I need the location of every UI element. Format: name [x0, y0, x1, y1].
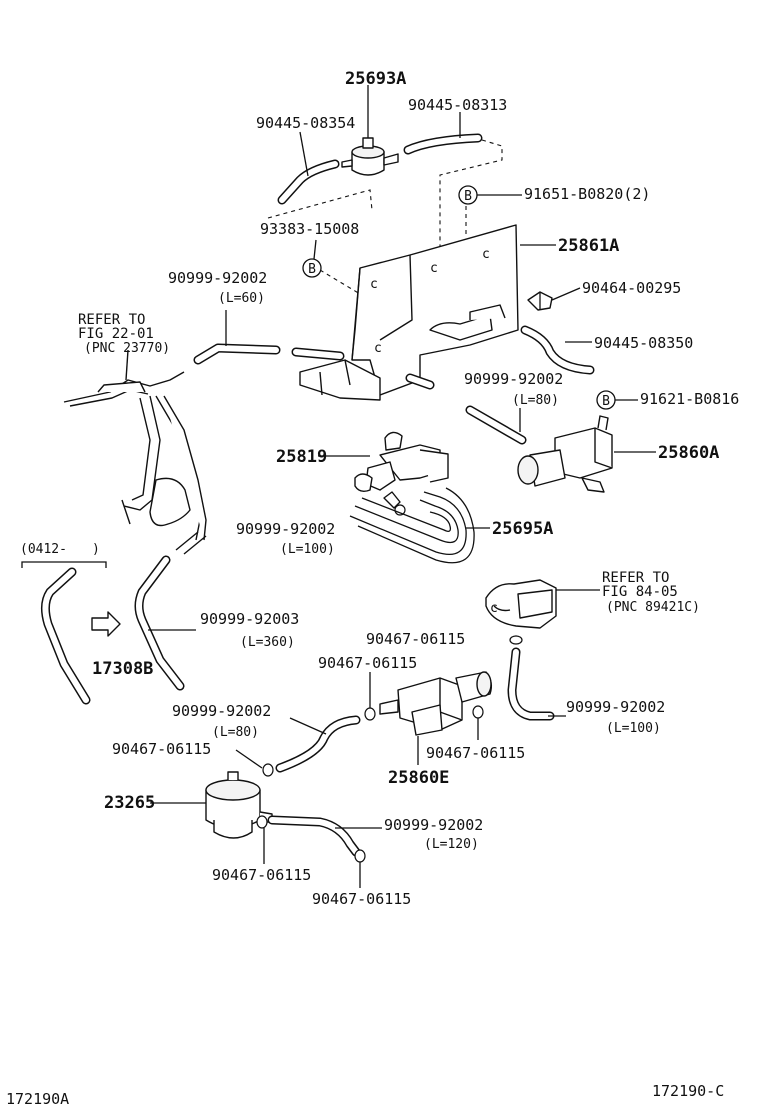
ref2-line1: REFER TO [602, 570, 669, 586]
label-l120: (L=120) [424, 837, 479, 852]
b-marker-2: B [302, 258, 322, 278]
label-90467-06115-c: 90467-06115 [112, 740, 211, 758]
ref1-line3: (PNC 23770) [84, 341, 170, 356]
label-90999-92002-l80-a: 90999-92002 [464, 370, 563, 388]
range-bracket [21, 561, 107, 568]
label-90445-08313: 90445-08313 [408, 96, 507, 114]
figure-code-right: 172190-C [652, 1082, 724, 1100]
clamp-90467-06115-f [354, 849, 366, 863]
hose-90999-92003 [134, 555, 185, 691]
label-25860e: 25860E [388, 768, 449, 788]
hose-90999-92002-l100-b [507, 647, 555, 721]
ref1-line2: FIG 22-01 [78, 326, 154, 342]
label-90467-06115-f: 90467-06115 [312, 890, 411, 908]
label-25819: 25819 [276, 447, 327, 467]
label-25693a: 25693A [345, 69, 406, 89]
marker-c-1: c [430, 261, 438, 276]
label-l60: (L=60) [218, 291, 265, 306]
label-90999-92003: 90999-92003 [200, 610, 299, 628]
label-91651-b0820: 91651-B0820(2) [524, 185, 650, 203]
ref1-line1: REFER TO [78, 312, 145, 328]
hose-90999-92002-l120 [267, 815, 361, 857]
hose-17308b [40, 567, 91, 705]
label-90467-06115-b: 90467-06115 [318, 654, 417, 672]
hose-bracket-side [291, 347, 435, 390]
valve-25693a [341, 137, 399, 176]
label-23265: 23265 [104, 793, 155, 813]
label-25861a: 25861A [558, 236, 619, 256]
marker-c-4: c [374, 341, 382, 356]
label-93383-15008: 93383-15008 [260, 220, 359, 238]
clamp-90467-06115-e [256, 815, 268, 829]
label-90445-08350: 90445-08350 [594, 334, 693, 352]
arrow-icon [91, 611, 121, 637]
label-90467-06115-a: 90467-06115 [366, 630, 465, 648]
label-l100-a: (L=100) [280, 542, 335, 557]
label-range: (0412- [20, 542, 67, 557]
valve-25819 [354, 431, 449, 516]
label-90467-06115-d: 90467-06115 [426, 744, 525, 762]
label-90999-92002-l60: 90999-92002 [168, 269, 267, 287]
label-91621-b0816: 91621-B0816 [640, 390, 739, 408]
label-90999-92002-l120: 90999-92002 [384, 816, 483, 834]
label-17308b: 17308B [92, 659, 153, 679]
clamp-90467-06115-c [472, 705, 484, 719]
label-25695a: 25695A [492, 519, 553, 539]
hose-90999-92002-l80-a [465, 405, 527, 445]
label-90999-92002-l100-a: 90999-92002 [236, 520, 335, 538]
figure-code-left: 172190A [6, 1090, 69, 1108]
ref-pipe-assembly [63, 349, 207, 555]
label-l360: (L=360) [240, 635, 295, 650]
label-90999-92002-l100-b: 90999-92002 [566, 698, 665, 716]
ref2-line3: (PNC 89421C) [606, 600, 700, 615]
hose-90445-08350 [520, 325, 595, 375]
clamp-90467-06115-a [509, 635, 523, 645]
label-90467-06115-e: 90467-06115 [212, 866, 311, 884]
hose-25695a [349, 487, 475, 564]
label-l80-a: (L=80) [512, 393, 559, 408]
label-range-close: ) [92, 542, 100, 557]
label-25860a: 25860A [658, 443, 719, 463]
b-marker-3: B [596, 390, 616, 410]
marker-c-3: c [370, 277, 378, 292]
vsv-25860a [517, 415, 613, 493]
vsv-25860e [379, 671, 493, 736]
svg-text:B: B [308, 262, 316, 277]
clip-90464-00295 [527, 291, 553, 311]
sensor-ref-84-05: c [485, 579, 557, 629]
marker-c-5: c [490, 601, 498, 616]
label-90464-00295: 90464-00295 [582, 279, 681, 297]
hose-90999-92002-l60 [193, 343, 281, 365]
hose-90445-08313 [403, 133, 483, 155]
bracket-25861a: c c c c [299, 224, 519, 401]
clamp-90467-06115-b [364, 707, 376, 721]
marker-c-2: c [482, 247, 490, 262]
hose-90445-08354 [277, 159, 340, 205]
svg-text:B: B [602, 394, 610, 409]
hose-90999-92002-l80-b [275, 715, 361, 773]
label-90999-92002-l80-b: 90999-92002 [172, 702, 271, 720]
label-l100-b: (L=100) [606, 721, 661, 736]
label-90445-08354: 90445-08354 [256, 114, 355, 132]
b-marker-1: B [458, 185, 478, 205]
svg-text:B: B [464, 189, 472, 204]
ref2-line2: FIG 84-05 [602, 584, 678, 600]
label-l80-b: (L=80) [212, 725, 259, 740]
clamp-90467-06115-d [262, 763, 274, 777]
